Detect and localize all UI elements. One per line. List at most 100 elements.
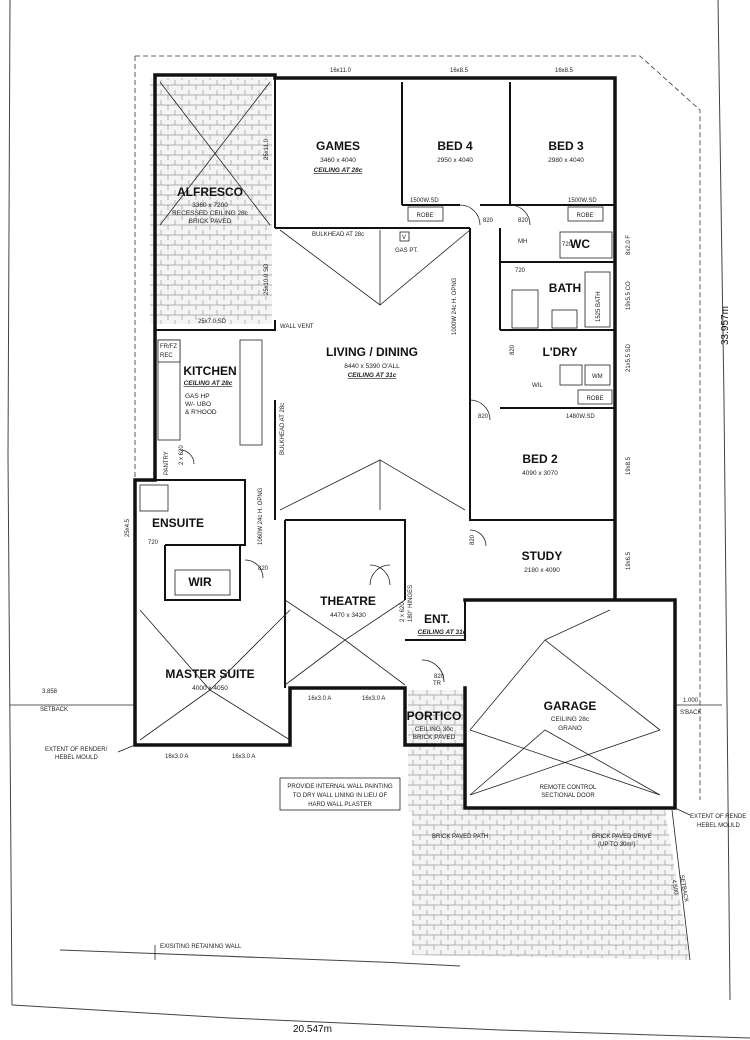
sliding-door-bed2: 1480W.SD <box>566 414 595 420</box>
svg-text:CEILING AT 31c: CEILING AT 31c <box>418 629 467 636</box>
room-entry: ENT. CEILING AT 31c <box>418 612 467 636</box>
robe-bed4-label: ROBE <box>416 213 433 219</box>
render-note-right-1: EXTENT OF RENDE <box>690 814 746 820</box>
door-720-wc: 720 <box>562 242 573 248</box>
wc-fixture <box>559 231 613 259</box>
room-living-dining: LIVING / DINING 8440 x 5390 O'ALL CEILIN… <box>326 345 418 379</box>
door-820-bed4: 820 <box>483 218 494 224</box>
svg-text:& R'HOOD: & R'HOOD <box>185 409 217 416</box>
window-bed3-top: 16x8.5 <box>555 68 574 74</box>
render-arrow-left <box>117 744 136 753</box>
driveway-paving <box>412 810 690 960</box>
remote-door-label-2: SECTIONAL DOOR <box>541 793 595 799</box>
svg-text:BED 2: BED 2 <box>522 452 558 466</box>
svg-text:4470 x 3430: 4470 x 3430 <box>330 612 366 619</box>
brick-drive-label-2: (UP TO 30m²) <box>598 842 635 848</box>
room-bed3: BED 3 2980 x 4040 <box>548 139 584 164</box>
bulkhead-label: BULKHEAD AT 28c <box>312 232 364 238</box>
robe-bed3 <box>567 206 604 222</box>
painting-note-1: PROVIDE INTERNAL WALL PAINTING <box>287 784 393 790</box>
svg-text:GAS HP: GAS HP <box>185 393 210 400</box>
sliding-door-bed3: 1500W.SD <box>568 198 597 204</box>
site-boundary <box>7 0 750 1039</box>
setback-bottom-label: SETBACK <box>678 874 689 903</box>
svg-text:THEATRE: THEATRE <box>320 594 376 608</box>
robe-bed4 <box>407 206 444 222</box>
room-study: STUDY 2180 x 4090 <box>522 549 563 574</box>
svg-text:2980 x 4040: 2980 x 4040 <box>548 157 584 164</box>
svg-text:BATH: BATH <box>549 281 581 295</box>
door-820-bath: 820 <box>518 218 529 224</box>
svg-text:ENSUITE: ENSUITE <box>152 516 204 530</box>
wil-label: WIL <box>532 383 543 389</box>
gas-valve-label: V <box>402 235 406 241</box>
fridge-space <box>157 339 181 363</box>
kitchen-island <box>239 339 263 446</box>
room-portico: PORTICO CEILING 30c BRICK PAVED <box>407 709 462 741</box>
wir-shelf <box>174 569 231 596</box>
window-study: 19x6.5 <box>626 551 632 570</box>
room-garage: GARAGE CEILING 28c GRANO <box>544 699 597 732</box>
render-note-left-2: HEBEL MOULD <box>55 755 98 761</box>
room-ensuite: ENSUITE <box>152 516 204 530</box>
svg-text:WC: WC <box>570 237 590 251</box>
svg-text:2180 x 4090: 2180 x 4090 <box>524 567 560 574</box>
painting-note-2: TO DRY WALL LINING IN LIEU OF <box>293 793 388 799</box>
render-note-right-2: HEBEL MOULD <box>697 823 740 829</box>
svg-text:GRANO: GRANO <box>558 725 582 732</box>
wm-label: WM <box>592 374 603 380</box>
portico-paving <box>408 690 463 812</box>
svg-text:PORTICO: PORTICO <box>407 709 462 723</box>
svg-text:8440 x 5390 O'ALL: 8440 x 5390 O'ALL <box>344 363 400 370</box>
svg-text:LIVING / DINING: LIVING / DINING <box>326 345 418 359</box>
svg-text:MASTER SUITE: MASTER SUITE <box>165 667 254 681</box>
rec-label: REC <box>160 353 173 359</box>
vanity-bath <box>551 309 578 329</box>
render-note-left-1: EXTENT OF RENDER/ <box>45 747 108 753</box>
brick-drive-label-1: BRICK PAVED DRIVE <box>592 834 651 840</box>
svg-text:KITCHEN: KITCHEN <box>183 364 236 378</box>
room-bath: BATH <box>549 281 581 295</box>
ensuite-shower <box>139 484 169 512</box>
room-games: GAMES 3460 x 4040 CEILING AT 28c <box>314 139 363 174</box>
room-theatre: THEATRE 4470 x 3430 <box>320 594 376 619</box>
svg-text:ALFRESCO: ALFRESCO <box>177 185 243 199</box>
room-wc: WC <box>570 237 590 251</box>
room-alfresco: ALFRESCO 3360 x 7200 RECESSED CEILING 28… <box>172 185 249 225</box>
door-2x620-pantry: 2 x 620 <box>179 445 185 465</box>
remote-door-label-1: REMOTE CONTROL <box>540 785 597 791</box>
svg-text:4000 x 4050: 4000 x 4050 <box>192 685 228 692</box>
window-theatre-b: 16x3.0 A <box>362 696 385 702</box>
svg-text:STUDY: STUDY <box>522 549 563 563</box>
window-games-side: 25x11.0 <box>264 138 270 160</box>
robe-bed3-label: ROBE <box>576 213 593 219</box>
bath-tub <box>584 271 611 328</box>
gas-valve-box <box>399 231 410 242</box>
robe-ldry-label: ROBE <box>586 396 603 402</box>
bath-size-label: 1525 BATH <box>596 291 602 322</box>
svg-text:BRICK PAVED: BRICK PAVED <box>413 734 456 741</box>
theatre-opening-label: 1060W 24c H. OPNG <box>258 487 264 545</box>
alfresco-paving <box>150 78 272 324</box>
svg-text:CEILING 28c: CEILING 28c <box>551 716 590 723</box>
svg-text:3360 x 7200: 3360 x 7200 <box>192 202 228 209</box>
window-ldry: 21x5.5 SD <box>626 343 632 372</box>
svg-text:CEILING AT 31c: CEILING AT 31c <box>348 372 397 379</box>
sliding-door-bed4: 1500W.SD <box>410 198 439 204</box>
svg-text:L'DRY: L'DRY <box>542 345 577 359</box>
window-theatre-a: 16x3.0 A <box>308 696 331 702</box>
door-720-bath: 720 <box>515 268 526 274</box>
setback-right-label: S'BACK <box>680 710 702 716</box>
door-2x620-theatre: 2 x 620 <box>400 602 406 622</box>
interior-walls <box>155 78 615 688</box>
room-ldry: L'DRY <box>542 345 577 359</box>
brick-path-label: BRICK PAVED PATH <box>432 834 488 840</box>
door-820-bed2: 820 <box>478 414 489 420</box>
door-820-wir: 820 <box>258 566 269 572</box>
washing-machine <box>584 364 611 386</box>
hinges-label: 180° HINGES <box>408 585 414 622</box>
window-bed2: 19x8.5 <box>626 456 632 475</box>
svg-text:BED 4: BED 4 <box>437 139 473 153</box>
manhole-label: MH <box>518 239 527 245</box>
